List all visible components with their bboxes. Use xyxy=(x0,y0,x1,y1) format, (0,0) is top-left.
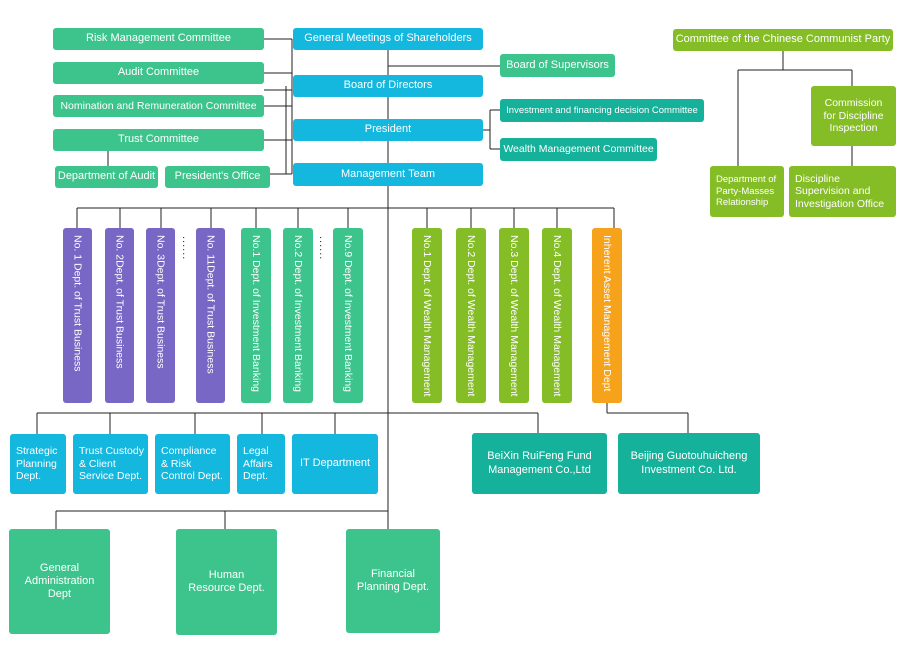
it-department-box: IT Department xyxy=(292,434,378,494)
ib-dept-1: No.1 Dept. of Investment Banking xyxy=(241,228,271,403)
trust-dept-3-label: No. 3Dept. of Trust Business xyxy=(154,235,167,369)
wm-dept-4-label: No.4 Dept. of Wealth Management xyxy=(551,235,563,397)
ib-dept-1-label: No.1 Dept. of Investment Banking xyxy=(250,235,262,393)
management-team-box: Management Team xyxy=(293,163,483,186)
board-of-directors-box: Board of Directors xyxy=(293,75,483,97)
ib-dept-2-label: No.2 Dept. of Investment Banking xyxy=(292,235,304,393)
trust-dept-2: No. 2Dept. of Trust Business xyxy=(105,228,134,403)
ib-dept-2: No.2 Dept. of Investment Banking xyxy=(283,228,313,403)
strategic-planning-box: Strategic Planning Dept. xyxy=(10,434,66,494)
presidents-office-box: President's Office xyxy=(165,166,270,188)
nomination-committee-box: Nomination and Remuneration Committee xyxy=(53,95,264,117)
board-of-supervisors-box: Board of Supervisors xyxy=(500,54,615,77)
wm-dept-4: No.4 Dept. of Wealth Management xyxy=(542,228,572,403)
guotou-investment-box: Beijing Guotouhuicheng Investment Co. Lt… xyxy=(618,433,760,494)
trust-dept-1: No. 1 Dept. of Trust Business xyxy=(63,228,92,403)
hr-box: Human Resource Dept. xyxy=(176,529,277,635)
financial-planning-box: Financial Planning Dept. xyxy=(346,529,440,633)
wm-dept-2-label: No.2 Dept. of Wealth Management xyxy=(465,235,477,397)
shareholders-box: General Meetings of Shareholders xyxy=(293,28,483,50)
ib-ellipsis: ...... xyxy=(317,236,329,261)
compliance-risk-box: Compliance & Risk Control Dept. xyxy=(155,434,230,494)
ib-dept-9-label: No.9 Dept. of Investment Banking xyxy=(342,235,354,393)
supervision-office-box: Discipline Supervision and Investigation… xyxy=(789,166,896,217)
audit-committee-box: Audit Committee xyxy=(53,62,264,84)
trust-dept-1-label: No. 1 Dept. of Trust Business xyxy=(71,235,84,372)
ib-dept-9: No.9 Dept. of Investment Banking xyxy=(333,228,363,403)
discipline-commission-box: Commission for Discipline Inspection xyxy=(811,86,896,146)
legal-affairs-box: Legal Affairs Dept. xyxy=(237,434,285,494)
trust-dept-2-label: No. 2Dept. of Trust Business xyxy=(113,235,126,369)
trust-committee-box: Trust Committee xyxy=(53,129,264,151)
trust-dept-11-label: No. 11Dept. of Trust Business xyxy=(204,235,217,374)
department-of-audit-box: Department of Audit xyxy=(55,166,158,188)
wm-dept-1: No.1 Dept. of Wealth Management xyxy=(412,228,442,403)
wm-dept-1-label: No.1 Dept. of Wealth Management xyxy=(421,235,433,397)
trust-ellipsis: ...... xyxy=(180,236,192,261)
inherent-asset-dept: Inherent Asset Management Dept xyxy=(592,228,622,403)
party-committee-box: Committee of the Chinese Communist Party xyxy=(673,29,893,51)
beixin-fund-box: BeiXin RuiFeng Fund Management Co.,Ltd xyxy=(472,433,607,494)
wm-dept-3: No.3 Dept. of Wealth Management xyxy=(499,228,529,403)
general-admin-box: General Administration Dept xyxy=(9,529,110,634)
inherent-asset-dept-label: Inherent Asset Management Dept xyxy=(601,235,613,392)
risk-committee-box: Risk Management Committee xyxy=(53,28,264,50)
wm-dept-3-label: No.3 Dept. of Wealth Management xyxy=(508,235,520,397)
party-masses-dept-box: Department of Party-Masses Relationship xyxy=(710,166,784,217)
investment-committee-box: Investment and financing decision Commit… xyxy=(500,99,704,122)
trust-dept-11: No. 11Dept. of Trust Business xyxy=(196,228,225,403)
president-box: President xyxy=(293,119,483,141)
wm-dept-2: No.2 Dept. of Wealth Management xyxy=(456,228,486,403)
wealth-committee-box: Wealth Management Committee xyxy=(500,138,657,161)
trust-dept-3: No. 3Dept. of Trust Business xyxy=(146,228,175,403)
trust-custody-box: Trust Custody & Client Service Dept. xyxy=(73,434,148,494)
